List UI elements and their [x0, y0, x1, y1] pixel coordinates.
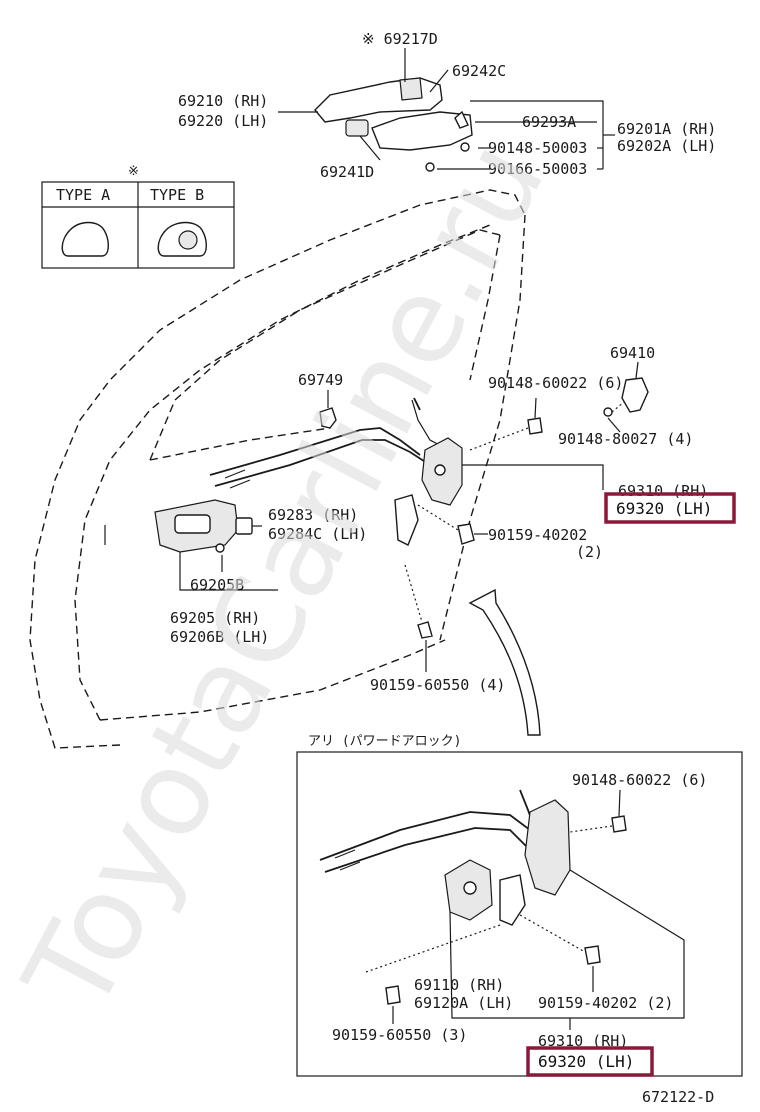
inset-screw-90159-60550-icon: [385, 985, 401, 1005]
clip-69293a-icon: [454, 110, 469, 129]
label-90159-40202-qty: (2): [576, 543, 603, 561]
type-b-keyhole-icon: [178, 230, 198, 250]
handle-type-table: ※ TYPE A TYPE B: [41, 164, 235, 269]
label-69284c: 69284C (LH): [268, 525, 367, 543]
outside-handle-assembly: [278, 48, 615, 172]
label-69202a: 69202A (LH): [617, 137, 716, 155]
label-90148-80027: 90148-80027 (4): [558, 430, 693, 448]
label-69283: 69283 (RH): [268, 506, 358, 524]
clip-69749-icon: [319, 407, 337, 429]
screw-90148-60022-icon: [527, 417, 543, 435]
label-69749: 69749: [298, 371, 343, 389]
inset-label-90159-60550: 90159-60550 (3): [332, 1026, 467, 1044]
inset-screw-90159-40202-icon: [584, 945, 601, 965]
screw-90148-50003-icon: [460, 142, 470, 152]
inset-lock-body-icon: [524, 799, 571, 896]
label-90159-60550: 90159-60550 (4): [370, 676, 505, 694]
type-a-header: TYPE A: [56, 186, 110, 204]
label-69320-main: 69320 (LH): [616, 499, 712, 518]
view-arrow-icon: [468, 588, 541, 736]
type-b-header: TYPE B: [150, 186, 204, 204]
screw-90159-60550-icon: [417, 621, 433, 639]
label-90148-50003: 90148-50003: [488, 139, 587, 157]
label-90159-40202: 90159-40202: [488, 526, 587, 544]
label-69310-main: 69310 (RH): [618, 482, 708, 500]
inset-label-69110: 69110 (RH): [414, 976, 504, 994]
door-lock-assembly: [154, 390, 604, 736]
inset-label-69310: 69310 (RH): [538, 1032, 628, 1050]
inset-title: アリ (パワードアロック): [308, 734, 461, 749]
type-table-mark: ※: [128, 164, 139, 179]
striker-69410-icon: [621, 377, 649, 413]
handle-frame-icon: [371, 111, 473, 151]
label-90148-60022: 90148-60022 (6): [488, 374, 623, 392]
label-69210: 69210 (RH): [178, 92, 268, 110]
type-a-cap-icon: [61, 221, 109, 257]
diagram-code: 672122-D: [642, 1088, 714, 1106]
screw-69205b-icon: [215, 543, 225, 553]
inset-label-69320: 69320 (LH): [538, 1052, 634, 1071]
label-69205: 69205 (RH): [170, 609, 260, 627]
inset-screw-90148-60022-icon: [611, 815, 627, 833]
door-outline: [29, 189, 526, 749]
label-69201a: 69201A (RH): [617, 120, 716, 138]
inset-label-90159-40202: 90159-40202 (2): [538, 994, 673, 1012]
power-door-lock-inset: アリ (パワードアロック): [296, 734, 743, 1077]
highlight-69320-inset: [526, 1046, 654, 1077]
inset-label-69120a: 69120A (LH): [414, 994, 513, 1012]
label-69205b: 69205B: [190, 576, 244, 594]
label-90166-50003: 90166-50003: [488, 160, 587, 178]
screw-90159-40202-icon: [457, 523, 475, 545]
label-69293a: 69293A: [522, 113, 576, 131]
inset-label-90148-60022: 90148-60022 (6): [572, 771, 707, 789]
label-69206b: 69206B (LH): [170, 628, 269, 646]
highlight-69320-main: [604, 492, 736, 524]
label-69241d: 69241D: [320, 163, 374, 181]
lock-striker-assembly: [603, 361, 649, 433]
inset-frame: [296, 751, 743, 1077]
label-69220: 69220 (LH): [178, 112, 268, 130]
label-69242c: 69242C: [452, 62, 506, 80]
key-cylinder-icon: [399, 77, 423, 101]
screw-90166-50003-icon: [425, 162, 435, 172]
screw-90148-80027-icon: [603, 407, 613, 417]
label-69410: 69410: [610, 344, 655, 362]
label-69217d: ※ 69217D: [362, 30, 438, 48]
cap-69241d-icon: [345, 119, 369, 137]
